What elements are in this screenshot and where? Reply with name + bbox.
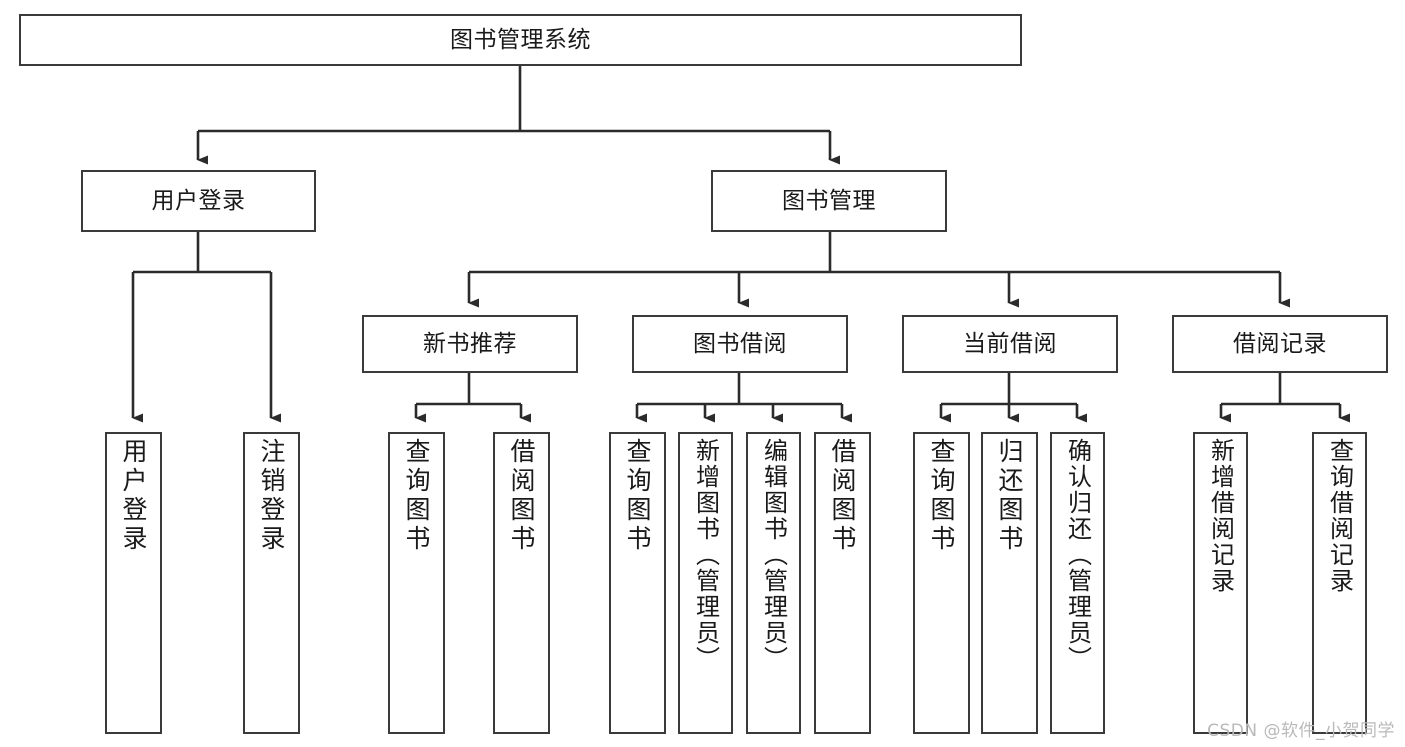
node-borrow-record-label: 借阅记录 bbox=[1233, 330, 1327, 357]
node-leaf-add-book-label: 新增图书（管理员） bbox=[691, 438, 720, 672]
node-root[interactable]: 图书管理系统 bbox=[19, 14, 1022, 66]
node-leaf-confirm-return[interactable]: 确认归还（管理员） bbox=[1050, 432, 1105, 734]
node-leaf-borrow-book-1-label: 借阅图书 bbox=[507, 438, 536, 554]
node-leaf-add-book[interactable]: 新增图书（管理员） bbox=[678, 432, 733, 734]
node-leaf-add-borrow-record-label: 新增借阅记录 bbox=[1206, 438, 1235, 594]
node-book-borrow[interactable]: 图书借阅 bbox=[632, 315, 848, 373]
node-leaf-query-book-3[interactable]: 查询图书 bbox=[913, 432, 970, 734]
node-leaf-logout-login-label: 注销登录 bbox=[257, 438, 286, 554]
node-leaf-add-borrow-record[interactable]: 新增借阅记录 bbox=[1193, 432, 1248, 734]
node-book-management-label: 图书管理 bbox=[782, 187, 876, 214]
node-root-label: 图书管理系统 bbox=[450, 26, 591, 53]
node-leaf-query-book-2-label: 查询图书 bbox=[623, 438, 652, 554]
node-user-login-label: 用户登录 bbox=[151, 187, 246, 214]
node-leaf-query-book-2[interactable]: 查询图书 bbox=[609, 432, 666, 734]
node-leaf-query-book-1-label: 查询图书 bbox=[402, 438, 431, 554]
node-leaf-query-borrow-record[interactable]: 查询借阅记录 bbox=[1312, 432, 1367, 734]
csdn-watermark: CSDN @软件_小贺同学 bbox=[1207, 721, 1395, 741]
node-current-borrow-label: 当前借阅 bbox=[963, 330, 1057, 357]
node-leaf-edit-book[interactable]: 编辑图书（管理员） bbox=[746, 432, 801, 734]
node-new-book-recommend-label: 新书推荐 bbox=[423, 330, 517, 357]
node-new-book-recommend[interactable]: 新书推荐 bbox=[362, 315, 578, 373]
node-leaf-return-book[interactable]: 归还图书 bbox=[981, 432, 1038, 734]
node-leaf-logout-login[interactable]: 注销登录 bbox=[243, 432, 300, 734]
node-leaf-query-book-1[interactable]: 查询图书 bbox=[388, 432, 445, 734]
node-book-borrow-label: 图书借阅 bbox=[693, 330, 787, 357]
node-book-management[interactable]: 图书管理 bbox=[711, 170, 947, 232]
node-leaf-edit-book-label: 编辑图书（管理员） bbox=[759, 438, 788, 672]
node-leaf-borrow-book-2[interactable]: 借阅图书 bbox=[814, 432, 871, 734]
node-leaf-borrow-book-2-label: 借阅图书 bbox=[828, 438, 857, 554]
node-leaf-user-login-label: 用户登录 bbox=[119, 438, 148, 554]
node-current-borrow[interactable]: 当前借阅 bbox=[902, 315, 1118, 373]
node-leaf-confirm-return-label: 确认归还（管理员） bbox=[1063, 438, 1092, 672]
node-leaf-borrow-book-1[interactable]: 借阅图书 bbox=[493, 432, 550, 734]
node-borrow-record[interactable]: 借阅记录 bbox=[1172, 315, 1388, 373]
node-user-login[interactable]: 用户登录 bbox=[81, 170, 316, 232]
node-leaf-user-login[interactable]: 用户登录 bbox=[105, 432, 162, 734]
node-leaf-query-borrow-record-label: 查询借阅记录 bbox=[1325, 438, 1354, 594]
node-leaf-query-book-3-label: 查询图书 bbox=[927, 438, 956, 554]
node-leaf-return-book-label: 归还图书 bbox=[995, 438, 1024, 554]
